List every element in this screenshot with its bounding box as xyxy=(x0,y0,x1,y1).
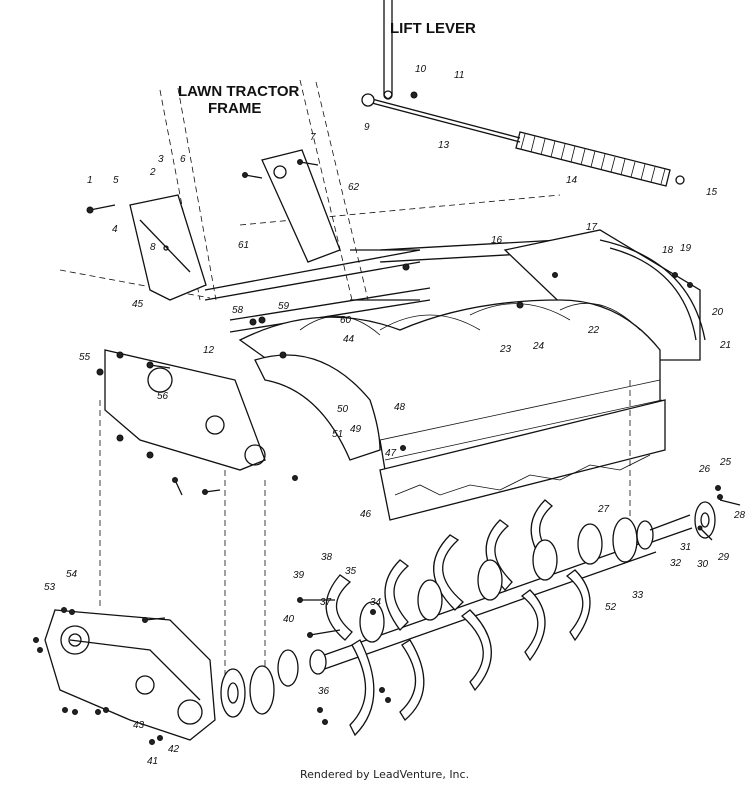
callout: 27 xyxy=(597,504,610,515)
callout: 16 xyxy=(491,235,503,246)
lawn-tractor-frame-title: LAWN TRACTOR xyxy=(178,83,300,100)
callout: 59 xyxy=(278,301,290,312)
callout: 54 xyxy=(66,569,78,580)
callout: 45 xyxy=(132,299,144,310)
tine-shield-hood xyxy=(238,299,666,521)
callout: 37 xyxy=(320,597,332,608)
callout: 50 xyxy=(337,404,349,415)
callout: 30 xyxy=(697,559,709,570)
callout: 31 xyxy=(680,542,691,553)
callout: 43 xyxy=(133,720,145,731)
callout: 47 xyxy=(385,448,397,459)
callout: 24 xyxy=(532,341,545,352)
callout: 55 xyxy=(79,352,91,363)
callout: 48 xyxy=(394,402,406,413)
hardware xyxy=(33,91,723,745)
callout: 17 xyxy=(586,222,598,233)
callout: 15 xyxy=(706,187,718,198)
callout: 41 xyxy=(147,756,158,767)
callout: 25 xyxy=(719,457,732,468)
lift-lever-title: LIFT LEVER xyxy=(390,20,476,37)
callout: 34 xyxy=(370,597,382,608)
callout: 35 xyxy=(345,566,357,577)
diagram-artwork xyxy=(33,0,741,745)
callout: 20 xyxy=(711,307,724,318)
callout: 26 xyxy=(698,464,711,475)
callout: 36 xyxy=(318,686,330,697)
callout: 13 xyxy=(438,140,450,151)
callout: 40 xyxy=(283,614,295,625)
callout: 12 xyxy=(203,345,215,356)
callout: 11 xyxy=(454,70,464,81)
callout: 49 xyxy=(350,424,362,435)
callout: 60 xyxy=(340,315,352,326)
callout: 21 xyxy=(719,340,731,351)
callout: 44 xyxy=(343,334,355,345)
callout: 2 xyxy=(149,167,156,178)
callout: 4 xyxy=(112,224,118,235)
callout: 5 xyxy=(113,175,119,186)
lawn-tractor-frame-title-2: FRAME xyxy=(208,100,261,117)
part-callouts: 1 2 3 4 5 6 7 8 9 10 11 12 13 14 15 16 1… xyxy=(44,64,746,767)
callout: 18 xyxy=(662,245,674,256)
callout: 46 xyxy=(360,509,372,520)
callout: 29 xyxy=(717,552,730,563)
callout: 10 xyxy=(415,64,427,75)
callout: 23 xyxy=(499,344,512,355)
callout: 28 xyxy=(733,510,746,521)
spring xyxy=(515,131,671,187)
callout: 33 xyxy=(632,590,644,601)
callout: 22 xyxy=(587,325,600,336)
callout: 14 xyxy=(566,175,578,186)
callout: 19 xyxy=(680,243,692,254)
callout: 61 xyxy=(238,240,249,251)
callout: 58 xyxy=(232,305,244,316)
callout: 9 xyxy=(364,122,370,133)
callout: 39 xyxy=(293,570,305,581)
gear-case xyxy=(44,349,266,741)
tine-assemblies xyxy=(325,499,603,737)
callout: 6 xyxy=(180,154,186,165)
callout: 1 xyxy=(87,175,93,186)
callout: 7 xyxy=(310,132,316,143)
credit-text: Rendered by LeadVenture, Inc. xyxy=(300,768,469,781)
callout: 38 xyxy=(321,552,333,563)
callout: 62 xyxy=(348,182,360,193)
callout: 52 xyxy=(605,602,617,613)
callout: 53 xyxy=(44,582,56,593)
callout: 8 xyxy=(150,242,156,253)
callout: 42 xyxy=(168,744,180,755)
callout: 51 xyxy=(332,429,343,440)
callout: 56 xyxy=(157,391,169,402)
callout: 32 xyxy=(670,558,682,569)
callout: 3 xyxy=(158,154,164,165)
